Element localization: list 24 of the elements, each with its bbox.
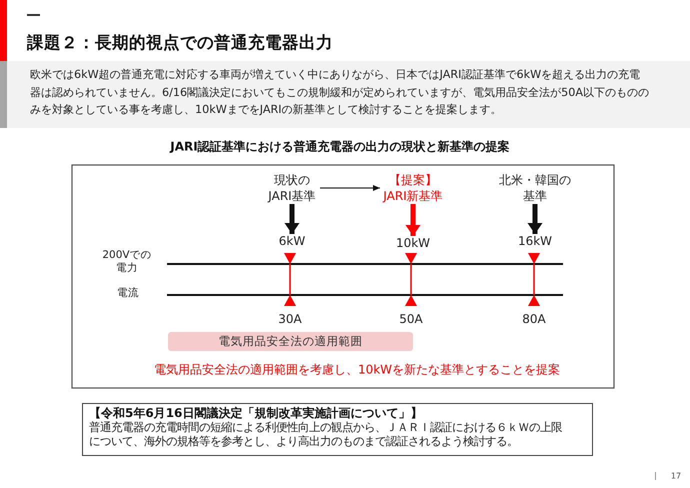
standard-label: 現状のJARI基準 — [264, 172, 320, 204]
note-body: 普通充電器の充電時間の短縮による利便性向上の観点から、ＪＡＲＩ認証における６ｋＷの上限について、海外の規格等を参考とし、より高出力のものまで認証されるよう検討する。 — [89, 420, 563, 448]
page-number: 17 — [670, 472, 682, 480]
proposal-note: 電気用品安全法の適用範囲を考慮し、10kWを新たな基準とすることを提案 — [154, 362, 560, 378]
axis-label: 200Vでの電力 — [101, 249, 153, 275]
power-value: 6kW — [278, 234, 306, 248]
block-arrow — [406, 204, 420, 236]
power-value: 10kW — [396, 236, 430, 250]
note-heading: 【令和5年6月16日閣議決定「規制改革実施計画について」】 — [89, 406, 424, 420]
current-value: 50A — [399, 312, 423, 326]
current-value: 30A — [278, 312, 302, 326]
cabinet-decision-box — [82, 403, 593, 456]
axis-label: 電流 — [117, 286, 139, 300]
block-arrow — [284, 204, 300, 234]
block-arrow — [528, 204, 542, 234]
standard-label: 北米・韓国の基準 — [497, 172, 573, 204]
power-value: 16kW — [518, 234, 552, 248]
intro-text: 欧米では6kW超の普通充電に対応する車両が増えていく中にありながら、日本ではJARI認証基準で6kWを超える出力の充電器は認められていません。6/16閣議決定においてもこの規制緩和が定められていますが、電気用品安全法が50A以下のもののみを対象としている事を考慮し、10kWまでをJARIの新基準として検討することを提案します。 — [30, 67, 650, 118]
slide-title: 課題２：長期的視点での普通充電器出力 — [27, 32, 333, 54]
standard-label: 【提案】JARI新基準 — [380, 172, 446, 204]
applicable-range-band: 電気用品安全法の適用範囲 — [168, 332, 413, 351]
figure-title: JARI認証基準における普通充電器の出力の現状と新基準の提案 — [170, 138, 510, 156]
arrow — [320, 185, 380, 191]
current-value: 80A — [522, 312, 546, 326]
